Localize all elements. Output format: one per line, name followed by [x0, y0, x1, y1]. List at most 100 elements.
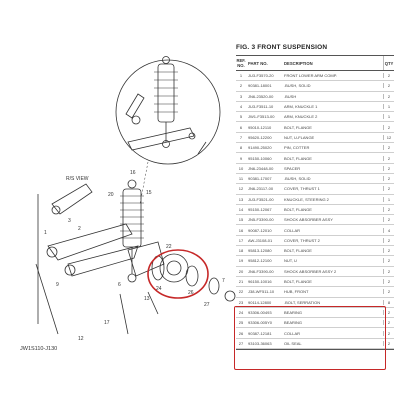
- row-qty: 2: [383, 217, 394, 223]
- row-description: SPACER: [284, 165, 301, 171]
- row-part-no: 90381-17007: [248, 176, 272, 182]
- diagram-ref-code: JW1S110-J130: [20, 346, 58, 352]
- row-description: BOLT, FLANGE: [284, 155, 312, 161]
- row-ref: 21: [238, 279, 244, 285]
- row-description: BOLT, FLANGE: [284, 124, 312, 130]
- callout-2: 2: [78, 226, 81, 232]
- table-row: 19 95812-12100 NUT, U 2: [236, 256, 394, 267]
- callout-27: 27: [204, 302, 210, 308]
- row-part-no: 95813-12080: [248, 248, 272, 254]
- row-ref: 18: [238, 248, 244, 254]
- row-ref: 4: [239, 104, 243, 110]
- row-ref: 16: [238, 227, 244, 233]
- row-ref: 24: [238, 309, 244, 315]
- table-row: 1 JU3-F3570-20 FRONT LOWER ARM COMP. 2: [236, 71, 394, 82]
- table-highlight-box: [234, 306, 386, 370]
- callout-20: 20: [108, 192, 114, 198]
- rs-view-label: R/S VIEW: [66, 176, 89, 182]
- callout-12: 12: [78, 336, 84, 342]
- row-ref: 22: [238, 289, 244, 295]
- callout-26: 26: [188, 290, 194, 296]
- row-ref: 17: [238, 237, 244, 243]
- row-part-no: 95150-10060: [248, 155, 272, 161]
- row-description: FRONT LOWER ARM COMP.: [284, 73, 337, 79]
- row-ref: 23: [238, 299, 244, 305]
- row-qty: 2: [383, 320, 394, 326]
- row-part-no: 95010-12110: [248, 124, 272, 130]
- row-description: COLLAR: [284, 227, 301, 233]
- row-qty: 2: [383, 258, 394, 264]
- row-description: ARM, KNUCKLE 2: [284, 114, 318, 120]
- row-part-no: 95812-12100: [248, 258, 272, 264]
- row-part-no: 96150-10016: [248, 279, 272, 285]
- callout-15: 15: [146, 190, 152, 196]
- row-ref: 20: [238, 268, 244, 274]
- header-desc: DESCRIPTION: [284, 60, 313, 66]
- row-part-no: 93103-36063: [248, 340, 272, 346]
- row-qty: 2: [383, 73, 394, 79]
- row-ref: 1: [239, 73, 243, 79]
- row-ref: 5: [239, 114, 243, 120]
- row-description: BOLT, FLANGE: [284, 248, 312, 254]
- row-ref: 19: [238, 258, 244, 264]
- row-description: BEARING: [284, 320, 303, 326]
- row-description: .BOLT, SERRATION: [284, 299, 321, 305]
- row-part-no: JN6-23448-00: [248, 165, 274, 171]
- row-description: .BUSH, SOLID: [284, 176, 311, 182]
- row-qty: 2: [383, 186, 394, 192]
- row-qty: 1: [383, 114, 394, 120]
- row-description: BOLT, FLANGE: [284, 207, 312, 212]
- callout-22: 22: [166, 244, 172, 250]
- row-qty: 2: [383, 145, 394, 151]
- callout-7: 7: [222, 278, 225, 284]
- row-part-no: 90381-18001: [248, 83, 272, 89]
- row-ref: 12: [238, 186, 244, 192]
- header-ref: REF. NO.: [236, 58, 246, 68]
- row-part-no: JN5-F3390-00: [248, 217, 274, 223]
- row-ref: 9: [239, 155, 243, 161]
- row-description: COVER, THRUST 2: [284, 237, 320, 243]
- row-ref: 6: [239, 124, 243, 130]
- row-part-no: JU3-F3570-20: [248, 73, 274, 79]
- row-ref: 8: [239, 145, 243, 151]
- row-part-no: 90387-12181: [248, 330, 272, 336]
- rs-view-inset: [115, 56, 221, 165]
- row-description: COVER, THRUST 1: [284, 186, 320, 192]
- row-description: BOLT, FLANGE: [284, 279, 312, 285]
- row-description: COLLAR: [284, 330, 301, 336]
- row-description: OIL SEAL: [284, 340, 302, 346]
- header-part: PART NO.: [248, 60, 268, 66]
- row-ref: 13: [238, 196, 244, 202]
- row-part-no: JU3-F3521-00: [248, 196, 274, 202]
- row-part-no: 93306-00493: [248, 309, 272, 315]
- row-part-no: AW-J3108-01: [248, 237, 273, 243]
- callout-16: 16: [130, 170, 136, 176]
- callout-1: 1: [44, 230, 47, 236]
- row-description: .BUSH: [284, 93, 297, 99]
- row-description: NUT, U: [284, 258, 297, 264]
- row-qty: 2: [383, 289, 394, 295]
- row-qty: 2: [383, 237, 394, 243]
- table-header: REF. NO. PART NO. DESCRIPTION QTY: [236, 56, 394, 71]
- callout-17: 17: [104, 320, 110, 326]
- row-qty: 2: [383, 279, 394, 285]
- row-part-no: JN6-23520-00: [248, 93, 274, 99]
- row-qty: 2: [383, 83, 394, 89]
- row-ref: 27: [238, 340, 244, 346]
- row-description: KNUCKLE, STEERING 2: [284, 196, 329, 202]
